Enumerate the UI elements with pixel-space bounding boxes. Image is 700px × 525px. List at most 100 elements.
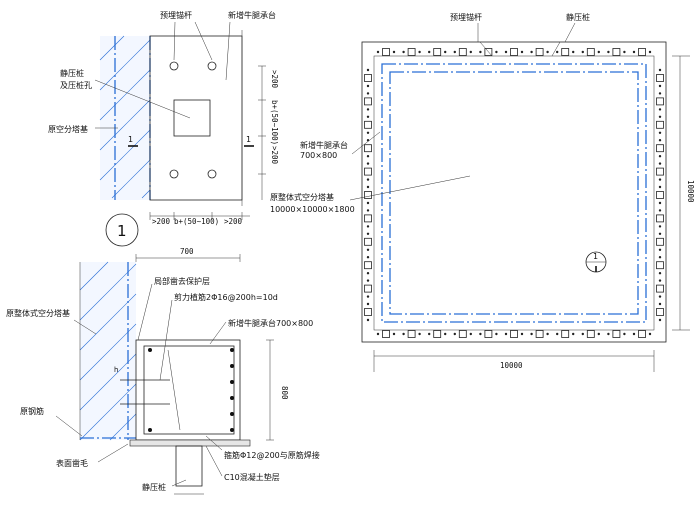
plan-dim-width: 10000	[500, 361, 523, 370]
anchor-dot	[392, 332, 396, 336]
pile-square	[407, 330, 416, 338]
anchor-dot	[444, 50, 447, 54]
anchor-dot	[607, 50, 610, 54]
new-cap-outline	[149, 35, 243, 201]
section-dim-top: 700	[180, 247, 194, 256]
pile-square	[382, 330, 390, 338]
plan-label-new-cap: 新增牛腿承台	[300, 140, 348, 150]
anchor-dot	[366, 295, 370, 298]
pile-square	[656, 214, 664, 223]
anchor-dot	[366, 185, 370, 189]
dim-bottom-c: >200	[224, 217, 243, 226]
label-roughen: 表面凿毛	[56, 458, 88, 468]
anchor-dot	[556, 332, 559, 336]
pile-square	[433, 48, 442, 56]
pile-square	[656, 74, 664, 82]
section-mark-right: 1	[246, 135, 251, 144]
pile-square	[364, 144, 372, 153]
anchor-dot	[658, 318, 662, 322]
pile-square	[458, 48, 467, 56]
label-shear-bar: 剪力植筋2Φ16@200h=10d	[174, 292, 278, 302]
pile-square	[458, 330, 467, 338]
anchor-dot	[520, 332, 524, 336]
pile-square	[364, 74, 372, 82]
label-cushion: C10混凝土垫层	[224, 472, 280, 482]
anchor-dot	[658, 92, 662, 95]
anchor-dot	[572, 332, 575, 336]
pile-square	[656, 284, 664, 293]
anchor-dot	[392, 50, 396, 54]
anchor-dot	[366, 68, 370, 72]
plan-label-new-cap-size: 700×800	[300, 151, 337, 160]
anchor-circle	[207, 61, 217, 71]
anchor-dot	[546, 50, 549, 54]
anchor-dot	[530, 332, 533, 336]
label-section-original-base: 原整体式空分塔基	[6, 308, 70, 318]
detail-number-bubble: 1	[105, 213, 139, 247]
anchor-dot	[658, 115, 662, 119]
anchor-dot	[658, 178, 662, 181]
anchor-dot	[366, 178, 370, 181]
anchor-dot	[572, 50, 575, 54]
anchor-dot	[658, 84, 662, 88]
dim-right-a: >200	[270, 70, 279, 89]
anchor-dot	[658, 248, 662, 251]
anchor-dot	[658, 201, 662, 205]
anchor-dot	[469, 50, 472, 54]
anchor-dot	[366, 279, 370, 282]
plan-dim-height: 10000	[686, 180, 695, 203]
anchor-dot	[530, 50, 533, 54]
anchor-dot	[504, 332, 508, 336]
pile-square	[484, 48, 493, 56]
plan-piles	[364, 48, 664, 338]
anchor-dot	[658, 209, 662, 212]
dim-right-c: >200	[270, 146, 279, 165]
plan-new-cap-ring	[381, 63, 647, 323]
anchor-dot	[366, 108, 370, 111]
anchor-dot	[658, 139, 662, 142]
pile-square	[535, 330, 544, 338]
section-mark-left: 1	[128, 135, 133, 144]
anchor-dot	[504, 50, 508, 54]
label-pile: 静压桩	[60, 68, 84, 78]
anchor-dot	[623, 50, 626, 54]
anchor-circle	[207, 169, 217, 179]
pile-square	[656, 191, 664, 199]
anchor-circle	[169, 61, 179, 71]
anchor-dot	[366, 131, 370, 134]
anchor-dot	[658, 272, 662, 275]
anchor-dot	[366, 201, 370, 205]
anchor-dot	[366, 272, 370, 275]
anchor-dot	[658, 162, 662, 165]
anchor-dot	[607, 332, 610, 336]
pile-square	[364, 97, 372, 106]
anchor-dot	[428, 50, 431, 54]
anchor-dot	[658, 131, 662, 134]
label-anchor: 预埋锚杆	[160, 10, 192, 20]
pile-square	[364, 191, 372, 199]
overall-plan: 预埋锚杆 静压桩 新增牛腿承台 700×800 原整体式空分塔基 10000×1…	[270, 12, 695, 372]
original-base-strip	[100, 36, 150, 200]
pile-square	[561, 330, 570, 338]
anchor-dot	[469, 332, 472, 336]
label-new-cap: 新增牛腿承台	[228, 10, 276, 20]
pile-square	[364, 237, 372, 246]
anchor-dot	[658, 279, 662, 282]
dim-right-b: b+(50~100)	[270, 100, 279, 145]
pile-square	[656, 308, 664, 316]
anchor-dot	[658, 302, 662, 306]
anchor-dot	[648, 50, 652, 54]
pile-square	[586, 330, 595, 338]
pile-square	[382, 48, 390, 56]
pile-square	[364, 120, 372, 129]
pile-square	[656, 167, 664, 176]
pile-square	[510, 48, 518, 56]
anchor-dot	[658, 185, 662, 189]
anchor-dot	[581, 50, 584, 54]
pile-square	[656, 120, 664, 129]
anchor-dot	[520, 50, 524, 54]
anchor-dot	[546, 332, 549, 336]
anchor-dot	[366, 155, 370, 158]
rebar-dots	[148, 348, 234, 432]
anchor-dot	[453, 50, 456, 54]
